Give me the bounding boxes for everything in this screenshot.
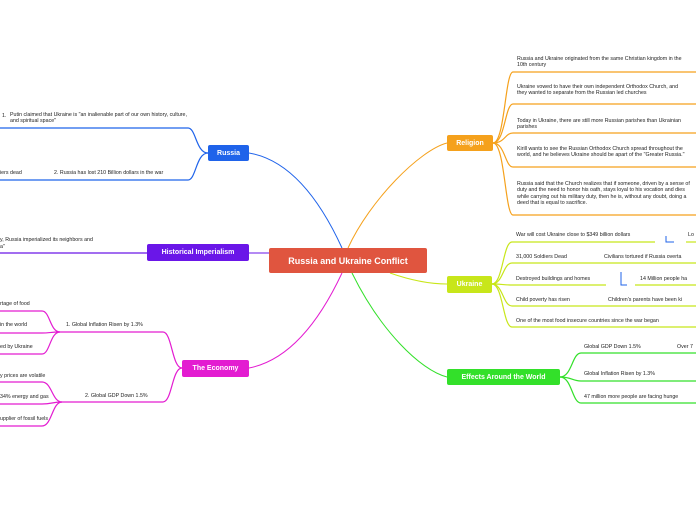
ukraine-leaf-lines: [491, 241, 696, 328]
russia-leaf-lines: [0, 127, 209, 181]
economy-leaf-lines: [0, 310, 183, 427]
religion-leaf-lines: [492, 71, 696, 216]
ukraine-item[interactable]: 31,000 Soldiers Dead: [516, 254, 567, 260]
ukraine-item[interactable]: War will cost Ukraine close to $349 bill…: [516, 232, 631, 238]
russia-subitem[interactable]: iers dead: [0, 170, 22, 176]
economy-subitem[interactable]: rtage of food: [0, 301, 30, 307]
ukraine-bracket-lines: [620, 236, 674, 286]
russia-item[interactable]: Putin claimed that Ukraine is "an inalie…: [10, 112, 187, 125]
ukraine-item[interactable]: One of the most food insecure countries …: [516, 318, 659, 324]
economy-item[interactable]: 1. Global Inflation Risen by 1.3%: [66, 322, 143, 328]
effects-item[interactable]: Global GDP Down 1.5%: [584, 344, 641, 350]
effects-subitem[interactable]: Over 7: [677, 344, 693, 350]
central-topic[interactable]: Russia and Ukraine Conflict: [269, 248, 427, 273]
economy-item[interactable]: 2. Global GDP Down 1.5%: [85, 393, 148, 399]
economy-subitem[interactable]: in the world: [0, 322, 28, 328]
effects-item[interactable]: 47 million more people are facing hunge: [584, 394, 679, 400]
ukraine-subitem[interactable]: Children's parents have been ki: [608, 297, 683, 303]
russia-item-number: 1.: [2, 113, 7, 119]
religion-item[interactable]: Today in Ukraine, there are still more R…: [517, 118, 681, 131]
branch-ukraine[interactable]: Ukraine: [447, 276, 492, 293]
branch-effects-around-the-world[interactable]: Effects Around the World: [447, 369, 560, 385]
imperialism-item[interactable]: y, Russia imperialized its neighbors and: [0, 237, 93, 243]
branch-religion[interactable]: Religion: [447, 135, 493, 151]
ukraine-item[interactable]: Destroyed buildings and homes: [516, 276, 591, 282]
connector-ukraine: [389, 272, 448, 285]
effects-leaf-lines: [559, 352, 696, 404]
imperialism-item[interactable]: a": [0, 244, 5, 250]
religion-item[interactable]: Ukraine vowed to have their own independ…: [517, 84, 679, 97]
russia-item[interactable]: 2. Russia has lost 210 Billion dollars i…: [54, 170, 164, 176]
religion-item[interactable]: Russia said that the Church realizes tha…: [517, 181, 690, 207]
ukraine-subitem[interactable]: 14 Million people ha: [640, 276, 688, 282]
economy-subitem[interactable]: upplier of fossil fuels: [0, 416, 48, 422]
connector-religion: [347, 142, 448, 249]
branch-the-economy[interactable]: The Economy: [182, 360, 249, 377]
connector-effects: [351, 272, 448, 378]
economy-subitem[interactable]: 34% energy and gas: [0, 394, 49, 400]
effects-item[interactable]: Global Inflation Risen by 1.3%: [584, 371, 655, 377]
branch-historical-imperialism[interactable]: Historical Imperialism: [147, 244, 249, 261]
connector-russia: [248, 152, 343, 249]
connector-economy: [248, 272, 343, 369]
ukraine-subitem[interactable]: Civilians tortured if Russia overta: [604, 254, 682, 260]
economy-subitem[interactable]: ed by Ukraine: [0, 344, 33, 350]
ukraine-subitem[interactable]: Lo: [688, 232, 694, 238]
branch-russia[interactable]: Russia: [208, 145, 249, 161]
religion-item[interactable]: Kirill wants to see the Russian Orthodox…: [517, 146, 685, 159]
economy-subitem[interactable]: y prices are volatile: [0, 373, 46, 379]
ukraine-item[interactable]: Child poverty has risen: [516, 297, 570, 303]
religion-item[interactable]: Russia and Ukraine originated from the s…: [517, 56, 682, 69]
